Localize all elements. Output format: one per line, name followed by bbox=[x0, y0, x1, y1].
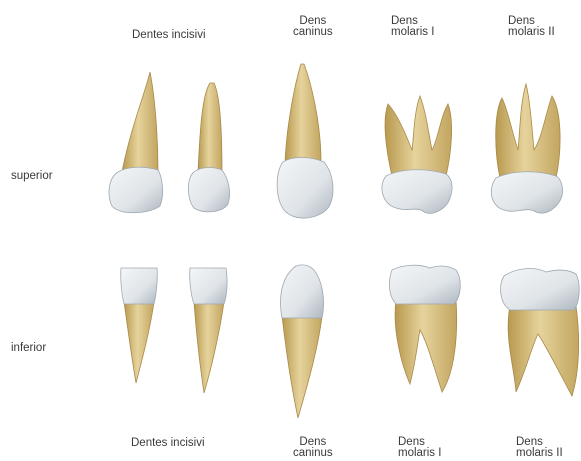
upper-central-incisor bbox=[109, 72, 163, 213]
upper-canine bbox=[277, 64, 333, 218]
upper-lateral-incisor bbox=[188, 83, 229, 212]
lower-second-molar bbox=[501, 269, 580, 396]
upper-first-molar bbox=[382, 96, 452, 213]
lower-lateral-incisor bbox=[190, 268, 227, 393]
lower-central-incisor bbox=[121, 268, 158, 383]
lower-canine bbox=[281, 265, 324, 418]
lower-first-molar bbox=[389, 265, 460, 392]
upper-second-molar bbox=[491, 84, 562, 213]
